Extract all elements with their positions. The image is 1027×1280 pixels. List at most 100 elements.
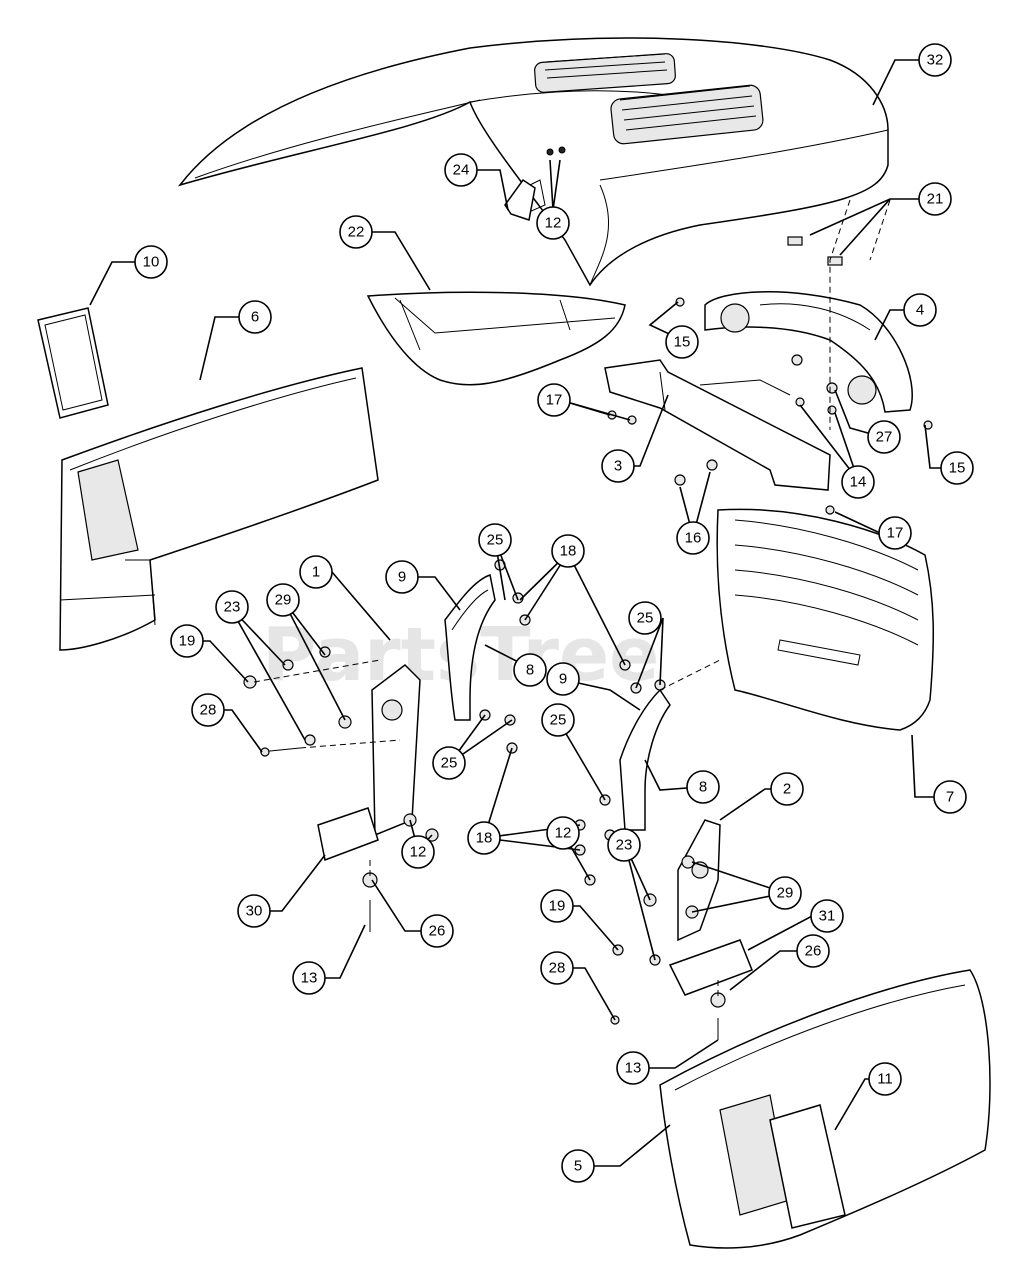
svg-text:28: 28 <box>200 702 217 719</box>
fastener-parts <box>243 236 933 1040</box>
callout-18-top: 18 <box>551 534 585 568</box>
callout-23-left: 23 <box>215 590 249 624</box>
svg-text:14: 14 <box>850 474 867 491</box>
callout-9-left: 9 <box>385 560 419 594</box>
svg-text:8: 8 <box>699 779 707 796</box>
svg-text:21: 21 <box>927 191 944 208</box>
svg-text:17: 17 <box>887 525 904 542</box>
callout-14: 14 <box>841 465 875 499</box>
svg-text:25: 25 <box>637 610 654 627</box>
svg-text:19: 19 <box>549 898 566 915</box>
callout-3: 3 <box>601 449 635 483</box>
svg-text:9: 9 <box>398 569 406 586</box>
callout-21: 21 <box>918 182 952 216</box>
support-bracket-part <box>604 359 831 491</box>
side-panel-left-part <box>59 367 379 651</box>
plate-left-part <box>317 807 379 862</box>
svg-text:4: 4 <box>916 302 924 319</box>
svg-text:27: 27 <box>876 429 893 446</box>
svg-text:25: 25 <box>487 532 504 549</box>
svg-text:12: 12 <box>545 215 562 232</box>
svg-text:12: 12 <box>555 825 572 842</box>
svg-text:15: 15 <box>949 460 966 477</box>
svg-text:18: 18 <box>560 543 577 560</box>
callout-17-left: 17 <box>537 383 571 417</box>
callout-31: 31 <box>810 899 844 933</box>
svg-text:22: 22 <box>348 224 365 241</box>
lower-panel-part <box>366 291 626 386</box>
small-panel-part <box>37 307 109 419</box>
callout-23-right: 23 <box>607 828 641 862</box>
svg-text:9: 9 <box>559 671 567 688</box>
bracket-left-part <box>371 664 421 837</box>
assembly-lines <box>253 199 891 1000</box>
front-panel-part <box>659 969 991 1249</box>
svg-text:7: 7 <box>946 789 954 806</box>
callout-5: 5 <box>561 1149 595 1183</box>
callout-19-left: 19 <box>170 624 204 658</box>
svg-text:23: 23 <box>224 599 241 616</box>
callout-12-right: 12 <box>546 816 580 850</box>
callout-24: 24 <box>444 153 478 187</box>
callout-9-right: 9 <box>546 662 580 696</box>
svg-text:16: 16 <box>685 530 702 547</box>
hood-part <box>178 37 889 287</box>
svg-text:26: 26 <box>805 943 822 960</box>
svg-text:30: 30 <box>246 903 263 920</box>
callout-8-right: 8 <box>686 770 720 804</box>
svg-text:13: 13 <box>301 970 318 987</box>
callout-10: 10 <box>134 245 168 279</box>
callout-26-left: 26 <box>420 914 454 948</box>
latch-part <box>504 146 566 221</box>
svg-text:15: 15 <box>674 334 691 351</box>
callout-28-right: 28 <box>540 951 574 985</box>
callout-1: 1 <box>299 555 333 589</box>
callout-30: 30 <box>237 894 271 928</box>
callout-15-top: 15 <box>665 325 699 359</box>
svg-text:32: 32 <box>927 52 944 69</box>
svg-text:24: 24 <box>453 162 470 179</box>
callout-25-middle-left: 25 <box>432 746 466 780</box>
callout-32: 32 <box>918 43 952 77</box>
callout-6: 6 <box>238 300 272 334</box>
svg-text:25: 25 <box>441 755 458 772</box>
callout-25-top-right: 25 <box>628 601 662 635</box>
callout-12-top: 12 <box>536 206 570 240</box>
svg-text:26: 26 <box>429 923 446 940</box>
svg-text:10: 10 <box>143 254 160 271</box>
callout-25-top-left: 25 <box>478 523 512 557</box>
callout-2: 2 <box>770 772 804 806</box>
svg-text:2: 2 <box>783 781 791 798</box>
hinge-arm-left-part <box>444 574 496 721</box>
callout-4: 4 <box>903 293 937 327</box>
callout-22: 22 <box>339 215 373 249</box>
svg-text:5: 5 <box>574 1158 582 1175</box>
svg-text:31: 31 <box>819 908 836 925</box>
svg-text:1: 1 <box>312 564 320 581</box>
svg-text:29: 29 <box>275 592 292 609</box>
callout-12-left: 12 <box>401 835 435 869</box>
bracket-right-part <box>677 819 721 942</box>
svg-text:13: 13 <box>625 1060 642 1077</box>
callout-28-left: 28 <box>191 693 225 727</box>
decal-panel-part <box>769 1104 846 1229</box>
svg-text:3: 3 <box>614 458 622 475</box>
callout-11: 11 <box>868 1062 902 1096</box>
callout-18-bottom: 18 <box>467 821 501 855</box>
callout-16: 16 <box>676 521 710 555</box>
callout-13-left: 13 <box>292 961 326 995</box>
svg-text:17: 17 <box>546 392 563 409</box>
svg-text:12: 12 <box>410 844 427 861</box>
callout-29-left: 29 <box>266 583 300 617</box>
svg-text:6: 6 <box>251 309 259 326</box>
svg-text:8: 8 <box>526 662 534 679</box>
svg-text:18: 18 <box>476 830 493 847</box>
svg-text:11: 11 <box>877 1071 893 1088</box>
callout-7: 7 <box>933 780 967 814</box>
callout-25-middle-right: 25 <box>541 703 575 737</box>
callout-27: 27 <box>867 420 901 454</box>
callout-19-right: 19 <box>540 889 574 923</box>
svg-text:25: 25 <box>550 712 567 729</box>
